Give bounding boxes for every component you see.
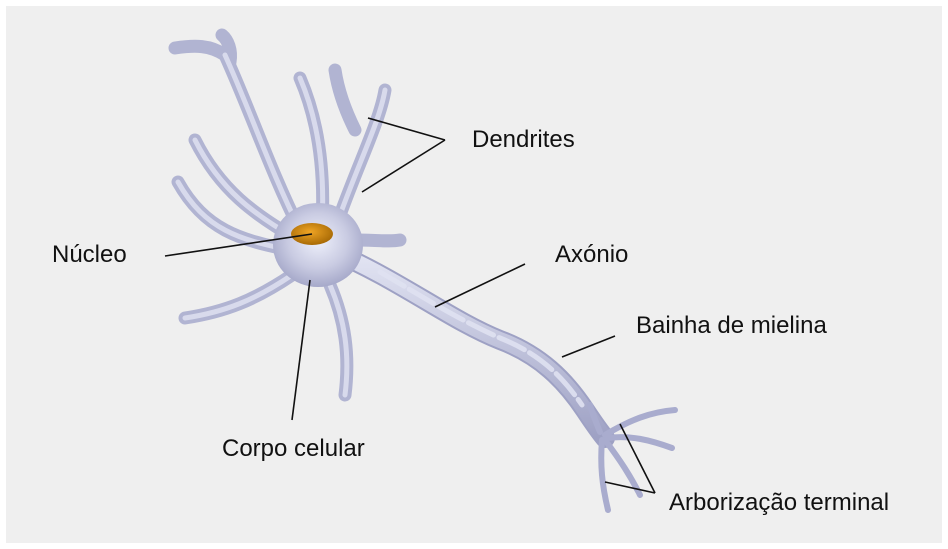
label-dendrites: Dendrites	[472, 126, 575, 153]
axon	[330, 250, 605, 438]
label-myelin-sheath: Bainha de mielina	[636, 312, 827, 339]
dendrite-top-right-branch	[335, 70, 355, 130]
leader-terminal-lower	[605, 482, 655, 493]
leader-dendrites-lower	[362, 140, 445, 192]
dendrite-left-lower	[185, 275, 292, 318]
leader-cell-body	[292, 280, 310, 420]
leader-axon	[435, 264, 525, 307]
leader-myelin	[562, 336, 615, 357]
dendrite-upper-left-branch	[175, 46, 225, 55]
cell-body	[273, 203, 363, 287]
label-cell-body: Corpo celular	[222, 435, 365, 462]
leader-terminal-upper	[620, 424, 655, 493]
label-nucleus: Núcleo	[52, 241, 127, 268]
label-axon: Axónio	[555, 241, 628, 268]
label-terminal-arborization: Arborização terminal	[669, 489, 889, 516]
